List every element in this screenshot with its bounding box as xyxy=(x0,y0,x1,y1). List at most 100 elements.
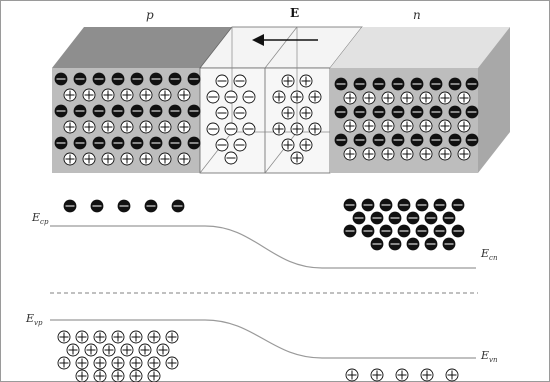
hole-icon xyxy=(344,92,356,104)
hole-icon xyxy=(401,120,413,132)
ionized-acceptor-icon xyxy=(216,139,228,151)
electron-icon xyxy=(344,199,356,211)
hole-icon xyxy=(282,107,294,119)
hole-icon xyxy=(64,121,76,133)
electron-icon xyxy=(443,212,455,224)
electron-icon xyxy=(466,78,478,90)
hole-icon xyxy=(178,121,190,133)
hole-icon xyxy=(344,120,356,132)
hole-icon xyxy=(420,148,432,160)
electron-icon xyxy=(416,225,428,237)
electron-icon xyxy=(74,137,86,149)
hole-icon xyxy=(112,331,124,343)
electron-icon xyxy=(430,106,442,118)
ionized-acceptor-icon xyxy=(234,75,246,87)
ionized-acceptor-icon xyxy=(234,139,246,151)
electron-icon xyxy=(354,106,366,118)
hole-icon xyxy=(112,357,124,369)
hole-icon xyxy=(178,153,190,165)
electron-icon xyxy=(118,200,130,212)
electric-field-label: E xyxy=(290,6,299,20)
electron-icon xyxy=(452,225,464,237)
electron-icon xyxy=(389,238,401,250)
electron-icon xyxy=(425,212,437,224)
hole-icon xyxy=(458,148,470,160)
electron-icon xyxy=(188,73,200,85)
hole-icon xyxy=(396,369,408,381)
electron-icon xyxy=(392,106,404,118)
electron-icon xyxy=(466,134,478,146)
hole-icon xyxy=(439,92,451,104)
hole-icon xyxy=(121,153,133,165)
electron-icon xyxy=(131,73,143,85)
hole-icon xyxy=(58,331,70,343)
hole-icon xyxy=(76,331,88,343)
hole-icon xyxy=(273,123,285,135)
electron-icon xyxy=(392,78,404,90)
electron-icon xyxy=(112,73,124,85)
ionized-acceptor-icon xyxy=(243,91,255,103)
electron-icon xyxy=(344,225,356,237)
electron-icon xyxy=(93,137,105,149)
electron-icon xyxy=(172,200,184,212)
electron-icon xyxy=(188,105,200,117)
conduction-electrons-p-side xyxy=(64,200,184,212)
electron-icon xyxy=(398,199,410,211)
hole-icon xyxy=(121,344,133,356)
hole-icon xyxy=(346,369,358,381)
ionized-acceptor-icon xyxy=(234,107,246,119)
electron-icon xyxy=(55,73,67,85)
electron-icon xyxy=(188,137,200,149)
hole-icon xyxy=(401,92,413,104)
hole-icon xyxy=(291,152,303,164)
electron-icon xyxy=(335,134,347,146)
hole-icon xyxy=(94,331,106,343)
electron-icon xyxy=(93,73,105,85)
hole-icon xyxy=(273,91,285,103)
hole-icon xyxy=(64,89,76,101)
hole-icon xyxy=(371,369,383,381)
electron-icon xyxy=(430,134,442,146)
electron-icon xyxy=(389,212,401,224)
electron-icon xyxy=(380,225,392,237)
hole-icon xyxy=(159,121,171,133)
electron-icon xyxy=(380,199,392,211)
electron-icon xyxy=(425,238,437,250)
hole-icon xyxy=(382,120,394,132)
hole-icon xyxy=(121,89,133,101)
hole-icon xyxy=(94,357,106,369)
hole-icon xyxy=(420,92,432,104)
electron-icon xyxy=(466,106,478,118)
electron-icon xyxy=(145,200,157,212)
electron-icon xyxy=(434,225,446,237)
electron-icon xyxy=(434,199,446,211)
electron-icon xyxy=(93,105,105,117)
hole-icon xyxy=(140,153,152,165)
hole-icon xyxy=(291,123,303,135)
ionized-acceptor-icon xyxy=(243,123,255,135)
hole-icon xyxy=(309,123,321,135)
hole-icon xyxy=(166,357,178,369)
electron-icon xyxy=(371,212,383,224)
ecn-label: Ecn xyxy=(480,247,498,262)
electron-icon xyxy=(411,78,423,90)
electron-icon xyxy=(354,134,366,146)
electron-icon xyxy=(169,105,181,117)
hole-icon xyxy=(439,148,451,160)
electron-icon xyxy=(373,106,385,118)
hole-icon xyxy=(363,92,375,104)
electron-icon xyxy=(150,137,162,149)
electron-icon xyxy=(371,238,383,250)
hole-icon xyxy=(85,344,97,356)
valence-holes-n-side xyxy=(346,369,458,381)
hole-icon xyxy=(421,369,433,381)
hole-icon xyxy=(148,331,160,343)
electron-icon xyxy=(74,105,86,117)
n-region-label: n xyxy=(413,8,421,22)
ionized-acceptor-icon xyxy=(225,152,237,164)
hole-icon xyxy=(309,91,321,103)
hole-icon xyxy=(130,370,142,382)
hole-icon xyxy=(121,121,133,133)
electron-icon xyxy=(169,73,181,85)
